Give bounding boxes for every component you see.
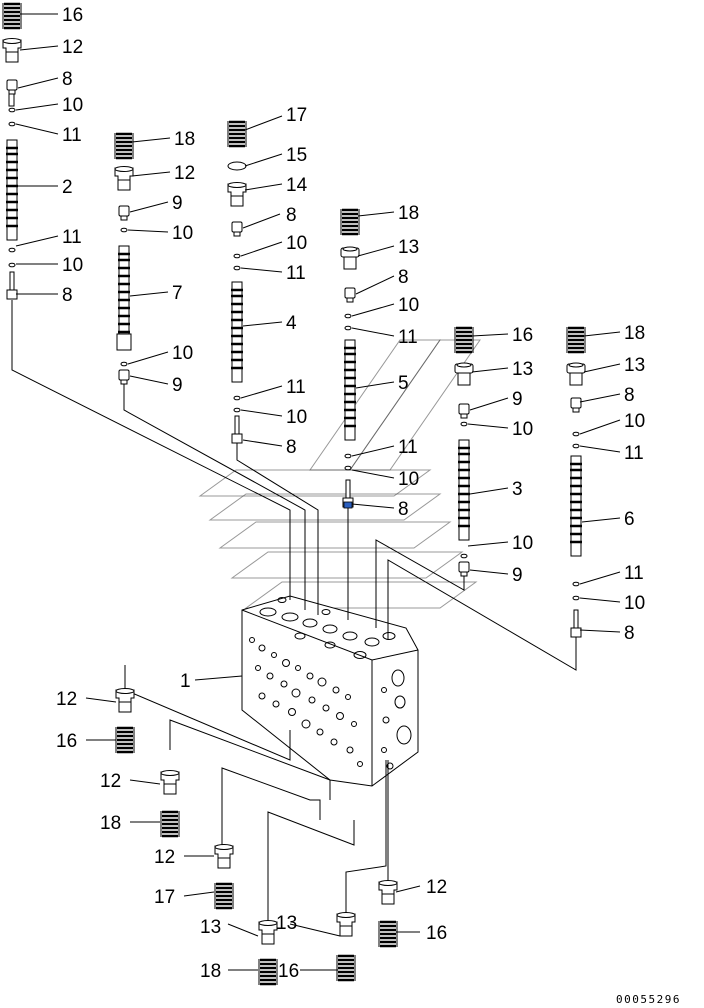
callout-17: 17 <box>154 887 175 908</box>
callout-8: 8 <box>398 267 409 288</box>
callout-9: 9 <box>512 565 523 586</box>
callout-17: 17 <box>286 105 307 126</box>
callout-10: 10 <box>398 469 419 490</box>
callout-10: 10 <box>172 223 193 244</box>
callout-18: 18 <box>398 203 419 224</box>
callout-13: 13 <box>200 917 221 938</box>
callout-11: 11 <box>398 327 418 348</box>
callout-14: 14 <box>286 175 308 196</box>
callout-11: 11 <box>624 443 644 464</box>
callout-10: 10 <box>62 95 83 116</box>
callout-2: 2 <box>62 177 73 198</box>
callout-8: 8 <box>624 385 635 406</box>
column-6-parts <box>565 325 587 638</box>
callout-1: 1 <box>180 671 191 692</box>
callout-18: 18 <box>100 813 121 834</box>
callout-11: 11 <box>286 263 306 284</box>
callout-4: 4 <box>286 313 297 334</box>
callout-labels: 16 12 8 10 11 2 11 10 8 18 12 9 10 7 10 … <box>56 5 645 982</box>
callout-16: 16 <box>56 731 77 752</box>
callout-13: 13 <box>276 913 297 934</box>
callout-leaders <box>15 13 621 971</box>
callout-5: 5 <box>398 373 409 394</box>
callout-18: 18 <box>174 129 195 150</box>
callout-8: 8 <box>286 437 297 458</box>
callout-12: 12 <box>426 877 447 898</box>
column-2-parts <box>113 131 135 385</box>
leader-lines <box>11 300 577 925</box>
callout-11: 11 <box>62 227 82 248</box>
column-4-parts <box>339 207 361 509</box>
callout-7: 7 <box>172 283 183 304</box>
callout-10: 10 <box>172 343 193 364</box>
callout-15: 15 <box>286 145 307 166</box>
callout-10: 10 <box>512 419 533 440</box>
callout-9: 9 <box>172 193 183 214</box>
watermark-logo <box>198 339 481 609</box>
callout-16: 16 <box>278 961 299 982</box>
callout-11: 11 <box>624 563 644 584</box>
document-number: 00055296 <box>616 993 681 1006</box>
callout-8: 8 <box>286 205 297 226</box>
callout-6: 6 <box>624 509 635 530</box>
column-5-parts <box>453 325 475 577</box>
callout-10: 10 <box>286 407 307 428</box>
callout-12: 12 <box>154 847 175 868</box>
callout-12: 12 <box>100 771 121 792</box>
callout-8: 8 <box>62 285 73 306</box>
callout-18: 18 <box>624 323 645 344</box>
callout-16: 16 <box>426 923 447 944</box>
callout-11: 11 <box>62 125 82 146</box>
callout-10: 10 <box>512 533 533 554</box>
callout-8: 8 <box>398 499 409 520</box>
callout-13: 13 <box>398 237 419 258</box>
callout-10: 10 <box>398 295 419 316</box>
callout-10: 10 <box>624 593 645 614</box>
callout-9: 9 <box>172 375 183 396</box>
callout-10: 10 <box>62 255 83 276</box>
callout-12: 12 <box>174 163 195 184</box>
column-1-parts <box>1 1 23 300</box>
callout-12: 12 <box>56 689 77 710</box>
column-3-parts <box>226 119 248 444</box>
valve-body <box>241 595 419 787</box>
callout-12: 12 <box>62 37 83 58</box>
callout-8: 8 <box>624 623 635 644</box>
callout-13: 13 <box>624 355 645 376</box>
callout-11: 11 <box>398 437 418 458</box>
callout-9: 9 <box>512 389 523 410</box>
callout-16: 16 <box>62 5 83 26</box>
callout-18: 18 <box>200 961 221 982</box>
callout-10: 10 <box>286 233 307 254</box>
callout-8: 8 <box>62 69 73 90</box>
callout-10: 10 <box>624 411 645 432</box>
callout-3: 3 <box>512 479 523 500</box>
callout-16: 16 <box>512 325 533 346</box>
callout-11: 11 <box>286 377 306 398</box>
callout-13: 13 <box>512 359 533 380</box>
